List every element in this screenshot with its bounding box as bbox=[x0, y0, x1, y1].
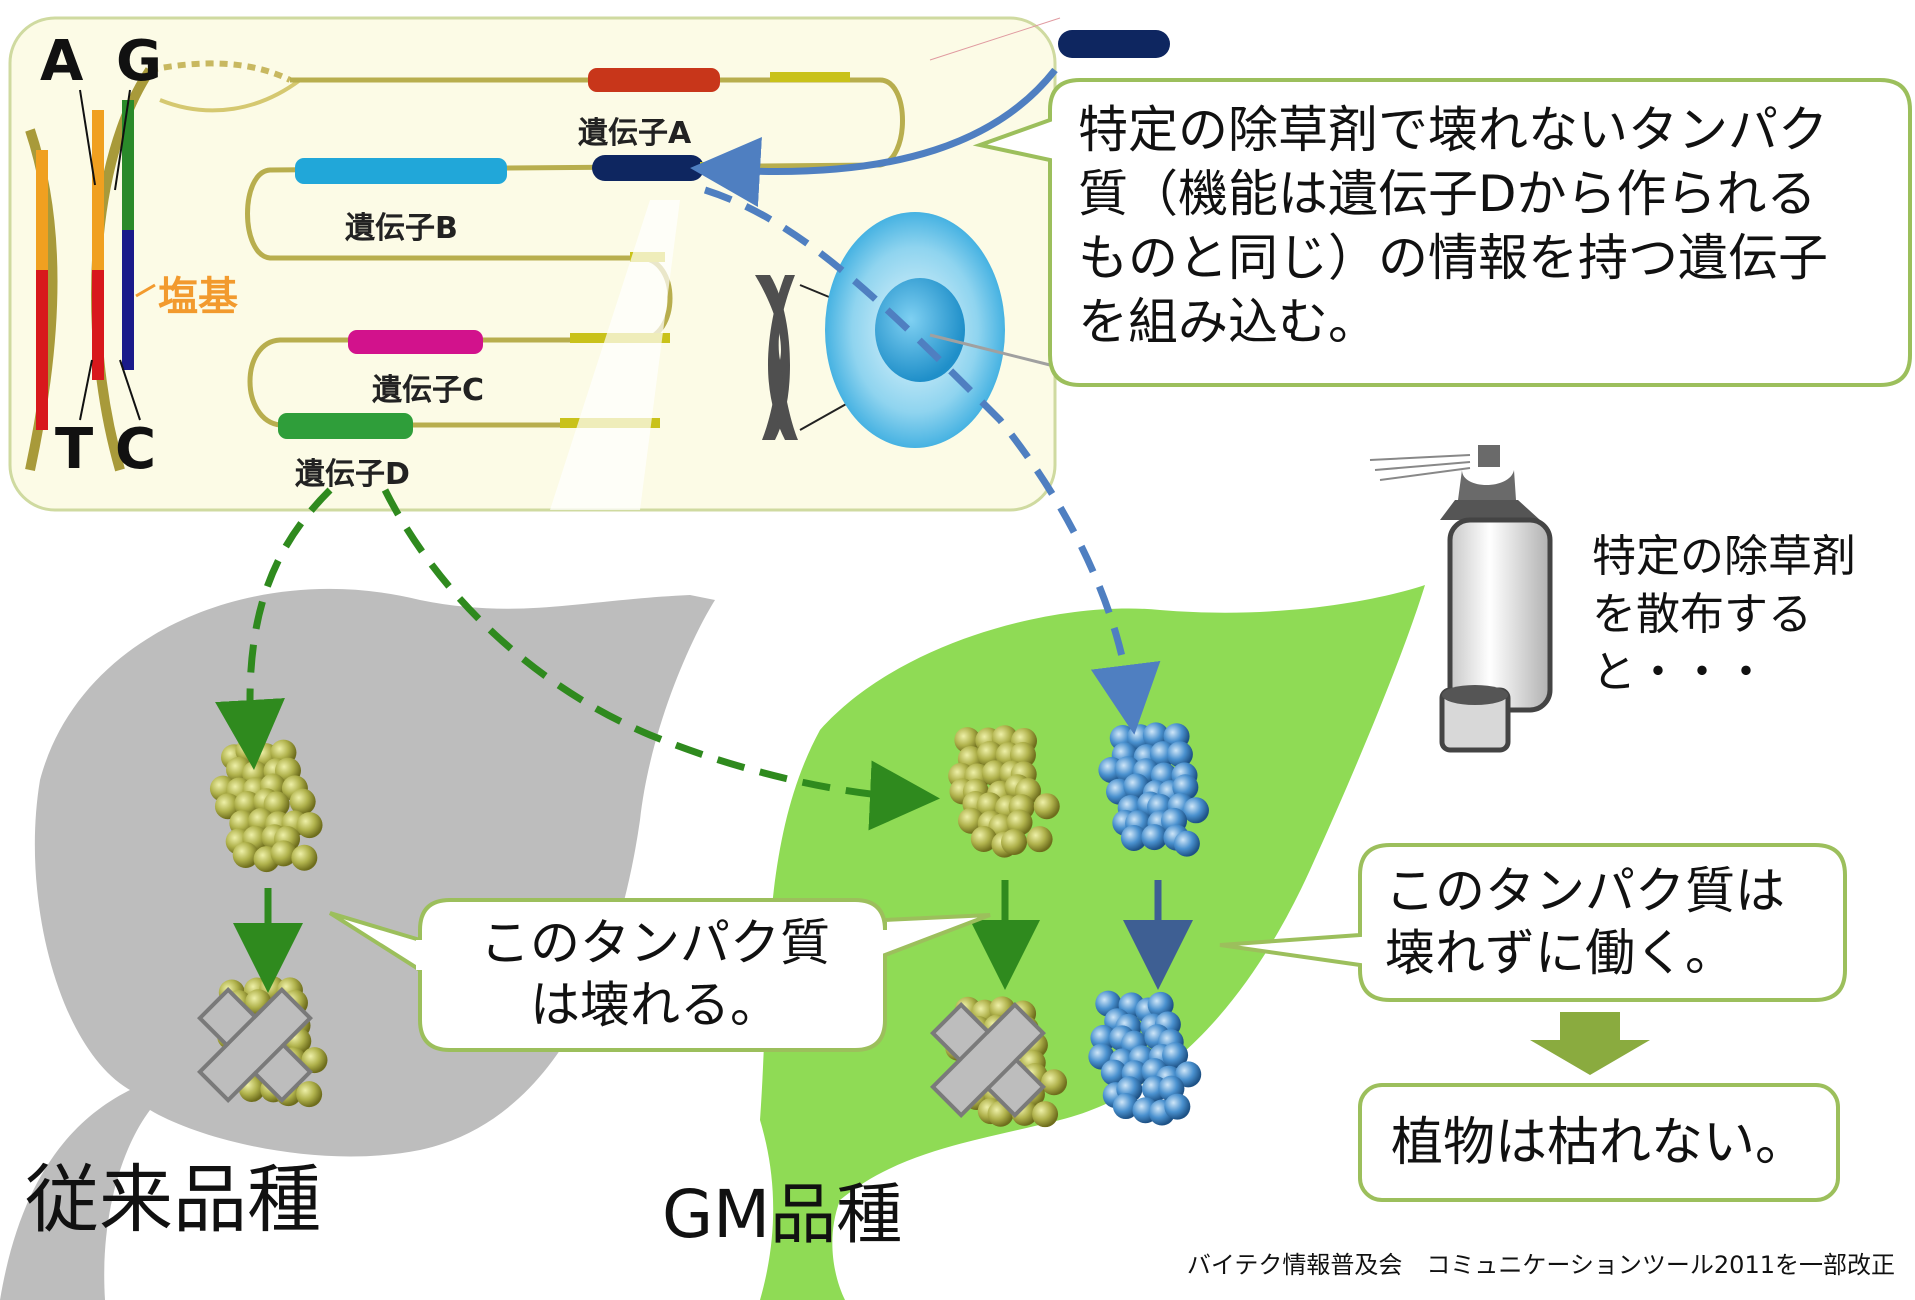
protein-sphere bbox=[1112, 1093, 1139, 1120]
protein-works-line: 壊れずに働く。 bbox=[1385, 924, 1735, 982]
gene-d-bar bbox=[278, 413, 413, 439]
nucleus-icon bbox=[875, 278, 965, 382]
protein-sphere bbox=[1173, 830, 1200, 857]
dna-base-pair bbox=[122, 230, 134, 370]
dna-helix bbox=[25, 60, 302, 472]
protein-sphere bbox=[1120, 824, 1147, 851]
dna-base-label-g: G bbox=[116, 29, 162, 94]
protein-sphere bbox=[296, 812, 323, 839]
gene-marker bbox=[770, 72, 850, 82]
protein-sphere bbox=[970, 826, 997, 853]
protein-sphere bbox=[289, 788, 316, 815]
protein-works-line: このタンパク質は bbox=[1385, 862, 1785, 920]
insert-gene-line: ものと同じ）の情報を持つ遺伝子 bbox=[1078, 229, 1828, 287]
gene-c-label: 遺伝子C bbox=[372, 373, 484, 408]
gene-d-to-gm-arrow bbox=[381, 488, 940, 831]
insert-gene-text: 特定の除草剤で壊れないタンパク 質（機能は遺伝子Dから作られる ものと同じ）の情… bbox=[1078, 98, 1828, 354]
insert-arrow bbox=[690, 67, 1058, 207]
protein-sphere bbox=[296, 1081, 323, 1108]
protein-sphere bbox=[232, 842, 259, 869]
protein-works-text: このタンパク質は 壊れずに働く。 bbox=[1385, 860, 1785, 984]
gene-c-bar bbox=[348, 330, 483, 354]
inserted-gene-bar bbox=[592, 155, 704, 181]
broken-x-icon bbox=[930, 1002, 1046, 1118]
blue-protein-cluster bbox=[1098, 722, 1209, 857]
plant-survives-box bbox=[1358, 1083, 1840, 1202]
conventional-leaf bbox=[0, 588, 715, 1300]
dna-base-pair bbox=[92, 110, 104, 270]
dna-base-pair bbox=[92, 270, 104, 380]
dna-base-label-c: C bbox=[115, 417, 156, 482]
protein-sphere bbox=[214, 793, 241, 820]
gene-panel: A G T C 塩基 遺伝子A 遺伝子B 遺伝子C 遺伝子D bbox=[8, 16, 1057, 512]
protein-sphere bbox=[1026, 826, 1053, 853]
dna-base-label-a: A bbox=[40, 29, 84, 94]
protein-sphere bbox=[301, 1047, 328, 1074]
inserted-gene-source-bar bbox=[1058, 30, 1170, 58]
spray-line: と・・・ bbox=[1592, 647, 1768, 698]
zoom-beam bbox=[550, 200, 680, 510]
inserted-gene-to-gm-arrow bbox=[703, 186, 1161, 735]
source-credit: バイテク情報普及会 コミュニケーションツール2011を一部改正 bbox=[1186, 1251, 1895, 1279]
protein-breaks-line: は壊れる。 bbox=[530, 976, 780, 1034]
dna-base-pair bbox=[36, 150, 48, 270]
protein-sphere bbox=[958, 807, 985, 834]
insert-gene-callout bbox=[972, 78, 1912, 387]
insert-gene-line: を組み込む。 bbox=[1078, 293, 1378, 351]
protein-sphere bbox=[1182, 797, 1209, 824]
gene-a-label: 遺伝子A bbox=[578, 116, 692, 151]
protein-sphere bbox=[1100, 1059, 1127, 1086]
protein-breaks-text: このタンパク質 は壊れる。 bbox=[440, 912, 870, 1036]
gene-a-bar bbox=[588, 68, 720, 92]
protein-sphere bbox=[1147, 991, 1174, 1018]
protein-sphere bbox=[1032, 1101, 1059, 1128]
gene-b-bar bbox=[295, 158, 507, 184]
broken-x-icon bbox=[197, 987, 313, 1103]
gm-variety-label: GM品種 bbox=[662, 1176, 903, 1253]
protein-sphere bbox=[1001, 829, 1028, 856]
gene-b-label: 遺伝子B bbox=[345, 211, 458, 246]
result-down-arrow bbox=[1530, 1012, 1650, 1075]
gene-d-label: 遺伝子D bbox=[295, 457, 410, 492]
insert-gene-line: 特定の除草剤で壊れないタンパク bbox=[1078, 101, 1828, 159]
protein-sphere bbox=[1166, 741, 1193, 768]
olive-protein-cluster bbox=[948, 725, 1060, 858]
spray-can-icon bbox=[1369, 445, 1553, 753]
dna-base-label-t: T bbox=[55, 417, 93, 482]
protein-sphere bbox=[263, 791, 290, 818]
insert-gene-line: 質（機能は遺伝子Dから作られる bbox=[1078, 165, 1817, 223]
protein-sphere bbox=[1006, 809, 1033, 836]
chromosome-icon bbox=[755, 275, 798, 440]
gene-d-to-conventional-arrow bbox=[215, 487, 333, 770]
spray-line: を散布する bbox=[1592, 589, 1812, 640]
protein-breaks-line: このタンパク質 bbox=[480, 914, 830, 972]
protein-sphere bbox=[1162, 1042, 1189, 1069]
base-label: 塩基 bbox=[158, 274, 238, 320]
plant-survives-text: 植物は枯れない。 bbox=[1390, 1113, 1807, 1173]
protein-sphere bbox=[1090, 1024, 1117, 1051]
protein-works-callout bbox=[1219, 843, 1847, 1002]
protein-sphere bbox=[1033, 793, 1060, 820]
protein-sphere bbox=[291, 844, 318, 871]
protein-sphere bbox=[1041, 1069, 1068, 1096]
protein-sphere bbox=[270, 840, 297, 867]
spray-text: 特定の除草剤 を散布する と・・・ bbox=[1592, 528, 1856, 702]
spray-line: 特定の除草剤 bbox=[1592, 531, 1856, 582]
protein-sphere bbox=[1164, 1093, 1191, 1120]
dna-base-pair bbox=[36, 270, 48, 430]
protein-sphere bbox=[1141, 824, 1168, 851]
dna-base-pair bbox=[122, 100, 134, 230]
conventional-variety-label: 従来品種 bbox=[25, 1157, 321, 1243]
blue-protein-cluster bbox=[1088, 990, 1202, 1126]
